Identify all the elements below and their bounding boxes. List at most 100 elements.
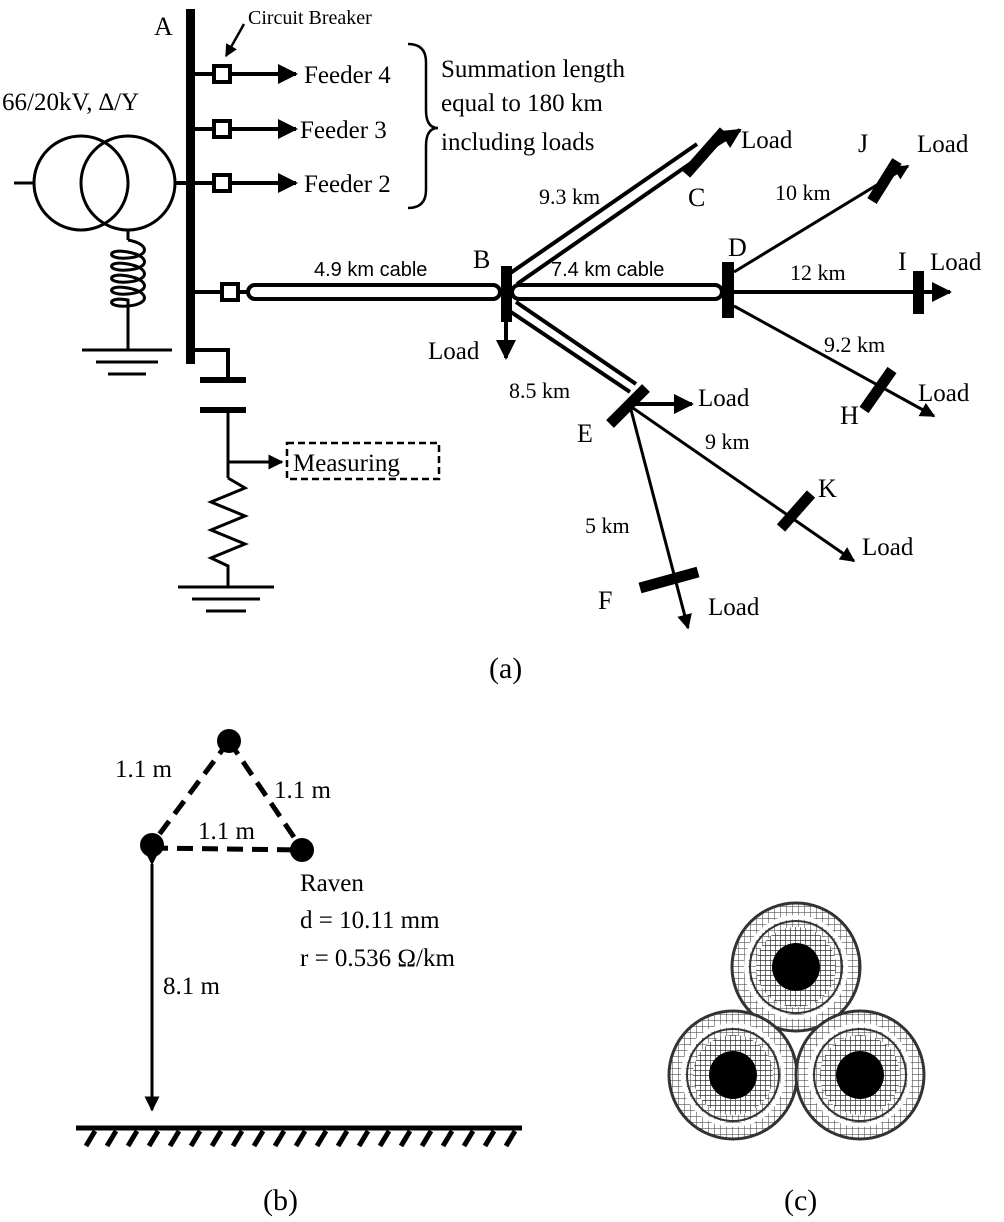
- spacing-label-bottom: 1.1 m: [198, 818, 256, 845]
- measuring-label: Measuring: [293, 450, 400, 477]
- bus-e: [606, 384, 650, 428]
- bus-b: [501, 266, 512, 322]
- cable-ab: [246, 283, 502, 301]
- transformer: 66/20kV, ∆/Y: [2, 89, 177, 376]
- ground-hatch-mark: [188, 1129, 203, 1148]
- conductor-top: [217, 729, 241, 753]
- segment-label-di: 12 km: [790, 260, 846, 285]
- ground-hatch-mark: [251, 1129, 266, 1148]
- bus-h: [859, 366, 897, 414]
- feeder-label: Feeder 3: [300, 117, 387, 144]
- segment-label-bd: 7.4 km cable: [551, 259, 664, 281]
- bus-c: [681, 127, 729, 178]
- ground-hatch-mark: [398, 1129, 413, 1148]
- load-label: Load: [918, 380, 970, 407]
- node-label-f: F: [598, 586, 612, 615]
- ground-hatch-mark: [335, 1129, 350, 1148]
- feeder-4: Feeder 4: [195, 62, 391, 89]
- cable-core-right: [794, 1009, 926, 1141]
- ground-hatch-mark: [419, 1129, 434, 1148]
- caption-a: (a): [489, 652, 522, 685]
- feeder-label: Feeder 4: [304, 62, 391, 89]
- summation-note-line-3: including loads: [441, 129, 594, 156]
- part-a: A Circuit Breaker Feeder 4 Feeder 3 Feed…: [2, 7, 982, 685]
- part-c: (c): [667, 901, 926, 1217]
- node-label-b: B: [473, 245, 490, 274]
- ground-hatch-mark: [104, 1129, 119, 1148]
- segment-label-ef: 5 km: [585, 513, 630, 538]
- segment-label-be: 8.5 km: [509, 378, 570, 403]
- ground-hatch-mark: [83, 1129, 98, 1148]
- ground-hatch-mark: [209, 1129, 224, 1148]
- neutral-grounding-branch: Measuring: [178, 348, 441, 613]
- segment-label-ek: 9 km: [705, 429, 750, 454]
- bus-k: [776, 490, 816, 532]
- measuring-box: [285, 441, 441, 481]
- ground-hatch-mark: [230, 1129, 245, 1148]
- node-label-d: D: [728, 233, 747, 262]
- ground-hatch-mark: [146, 1129, 161, 1148]
- circuit-breaker-label: Circuit Breaker: [248, 7, 372, 29]
- conductor-resistance: r = 0.536 Ω/km: [300, 945, 455, 972]
- segment-label-dj: 10 km: [775, 180, 831, 205]
- part-b: 1.1 m 1.1 m 1.1 m Raven d = 10.11 mm r =…: [76, 729, 522, 1217]
- conductor-triangle: [149, 739, 305, 853]
- node-label-k: K: [818, 474, 837, 503]
- bus-f: [638, 566, 700, 594]
- busbar-label: A: [154, 12, 173, 41]
- ground-hatch-mark: [356, 1129, 371, 1148]
- summation-note-line-1: Summation length: [441, 56, 626, 83]
- line-dh: [733, 304, 936, 418]
- line-ef: [628, 405, 692, 630]
- circuit-breaker: [212, 64, 232, 84]
- segment-label-ab: 4.9 km cable: [314, 259, 427, 281]
- load-label: Load: [930, 249, 982, 276]
- ground-hatch-mark: [482, 1129, 497, 1148]
- ground-hatch-mark: [461, 1129, 476, 1148]
- summation-note-line-2: equal to 180 km: [441, 90, 603, 117]
- segment-label-dh: 9.2 km: [824, 332, 885, 357]
- cable-bd: [510, 283, 724, 301]
- node-label-h: H: [840, 401, 859, 430]
- height-label: 8.1 m: [163, 973, 221, 1000]
- busbar-a: [186, 9, 195, 364]
- spacing-label-right: 1.1 m: [274, 777, 332, 804]
- conductor-diameter: d = 10.11 mm: [300, 907, 440, 934]
- load-label: Load: [862, 534, 914, 561]
- bus-i: [913, 271, 924, 314]
- grounding-resistor: [207, 476, 249, 586]
- cable-core-top: [730, 901, 862, 1033]
- node-label-c: C: [688, 183, 705, 212]
- ground-surface: [76, 1125, 522, 1148]
- node-label-e: E: [577, 419, 593, 448]
- feeder-label: Feeder 2: [304, 171, 391, 198]
- grounding-inductor: [110, 238, 146, 330]
- circuit-breaker: [212, 173, 232, 193]
- ground-hatch-mark: [293, 1129, 308, 1148]
- caption-c: (c): [784, 1184, 817, 1217]
- ground-hatch-mark: [167, 1129, 182, 1148]
- ground-hatch-mark: [272, 1129, 287, 1148]
- ground-hatch-mark: [314, 1129, 329, 1148]
- line-ek: [629, 404, 856, 563]
- transformer-label: 66/20kV, ∆/Y: [2, 89, 139, 116]
- cable-core-left: [667, 1009, 799, 1141]
- breaker-pointer-arrow: [224, 23, 246, 58]
- load-label: Load: [428, 338, 480, 365]
- ground-hatch-mark: [440, 1129, 455, 1148]
- circuit-breaker: [212, 119, 232, 139]
- load-arrow: [703, 128, 742, 154]
- conductor-right: [290, 838, 314, 862]
- spacing-label-left: 1.1 m: [115, 756, 173, 783]
- caption-b: (b): [263, 1184, 298, 1217]
- line-be: [506, 300, 638, 394]
- segment-label-bc: 9.3 km: [539, 184, 600, 209]
- ground-hatch-mark: [377, 1129, 392, 1148]
- load-label: Load: [741, 127, 793, 154]
- conductor-name: Raven: [300, 870, 364, 897]
- feeder-2: Feeder 2: [175, 171, 391, 198]
- summation-brace: [407, 42, 439, 210]
- feeder-3: Feeder 3: [195, 117, 387, 144]
- node-label-i: I: [898, 247, 907, 276]
